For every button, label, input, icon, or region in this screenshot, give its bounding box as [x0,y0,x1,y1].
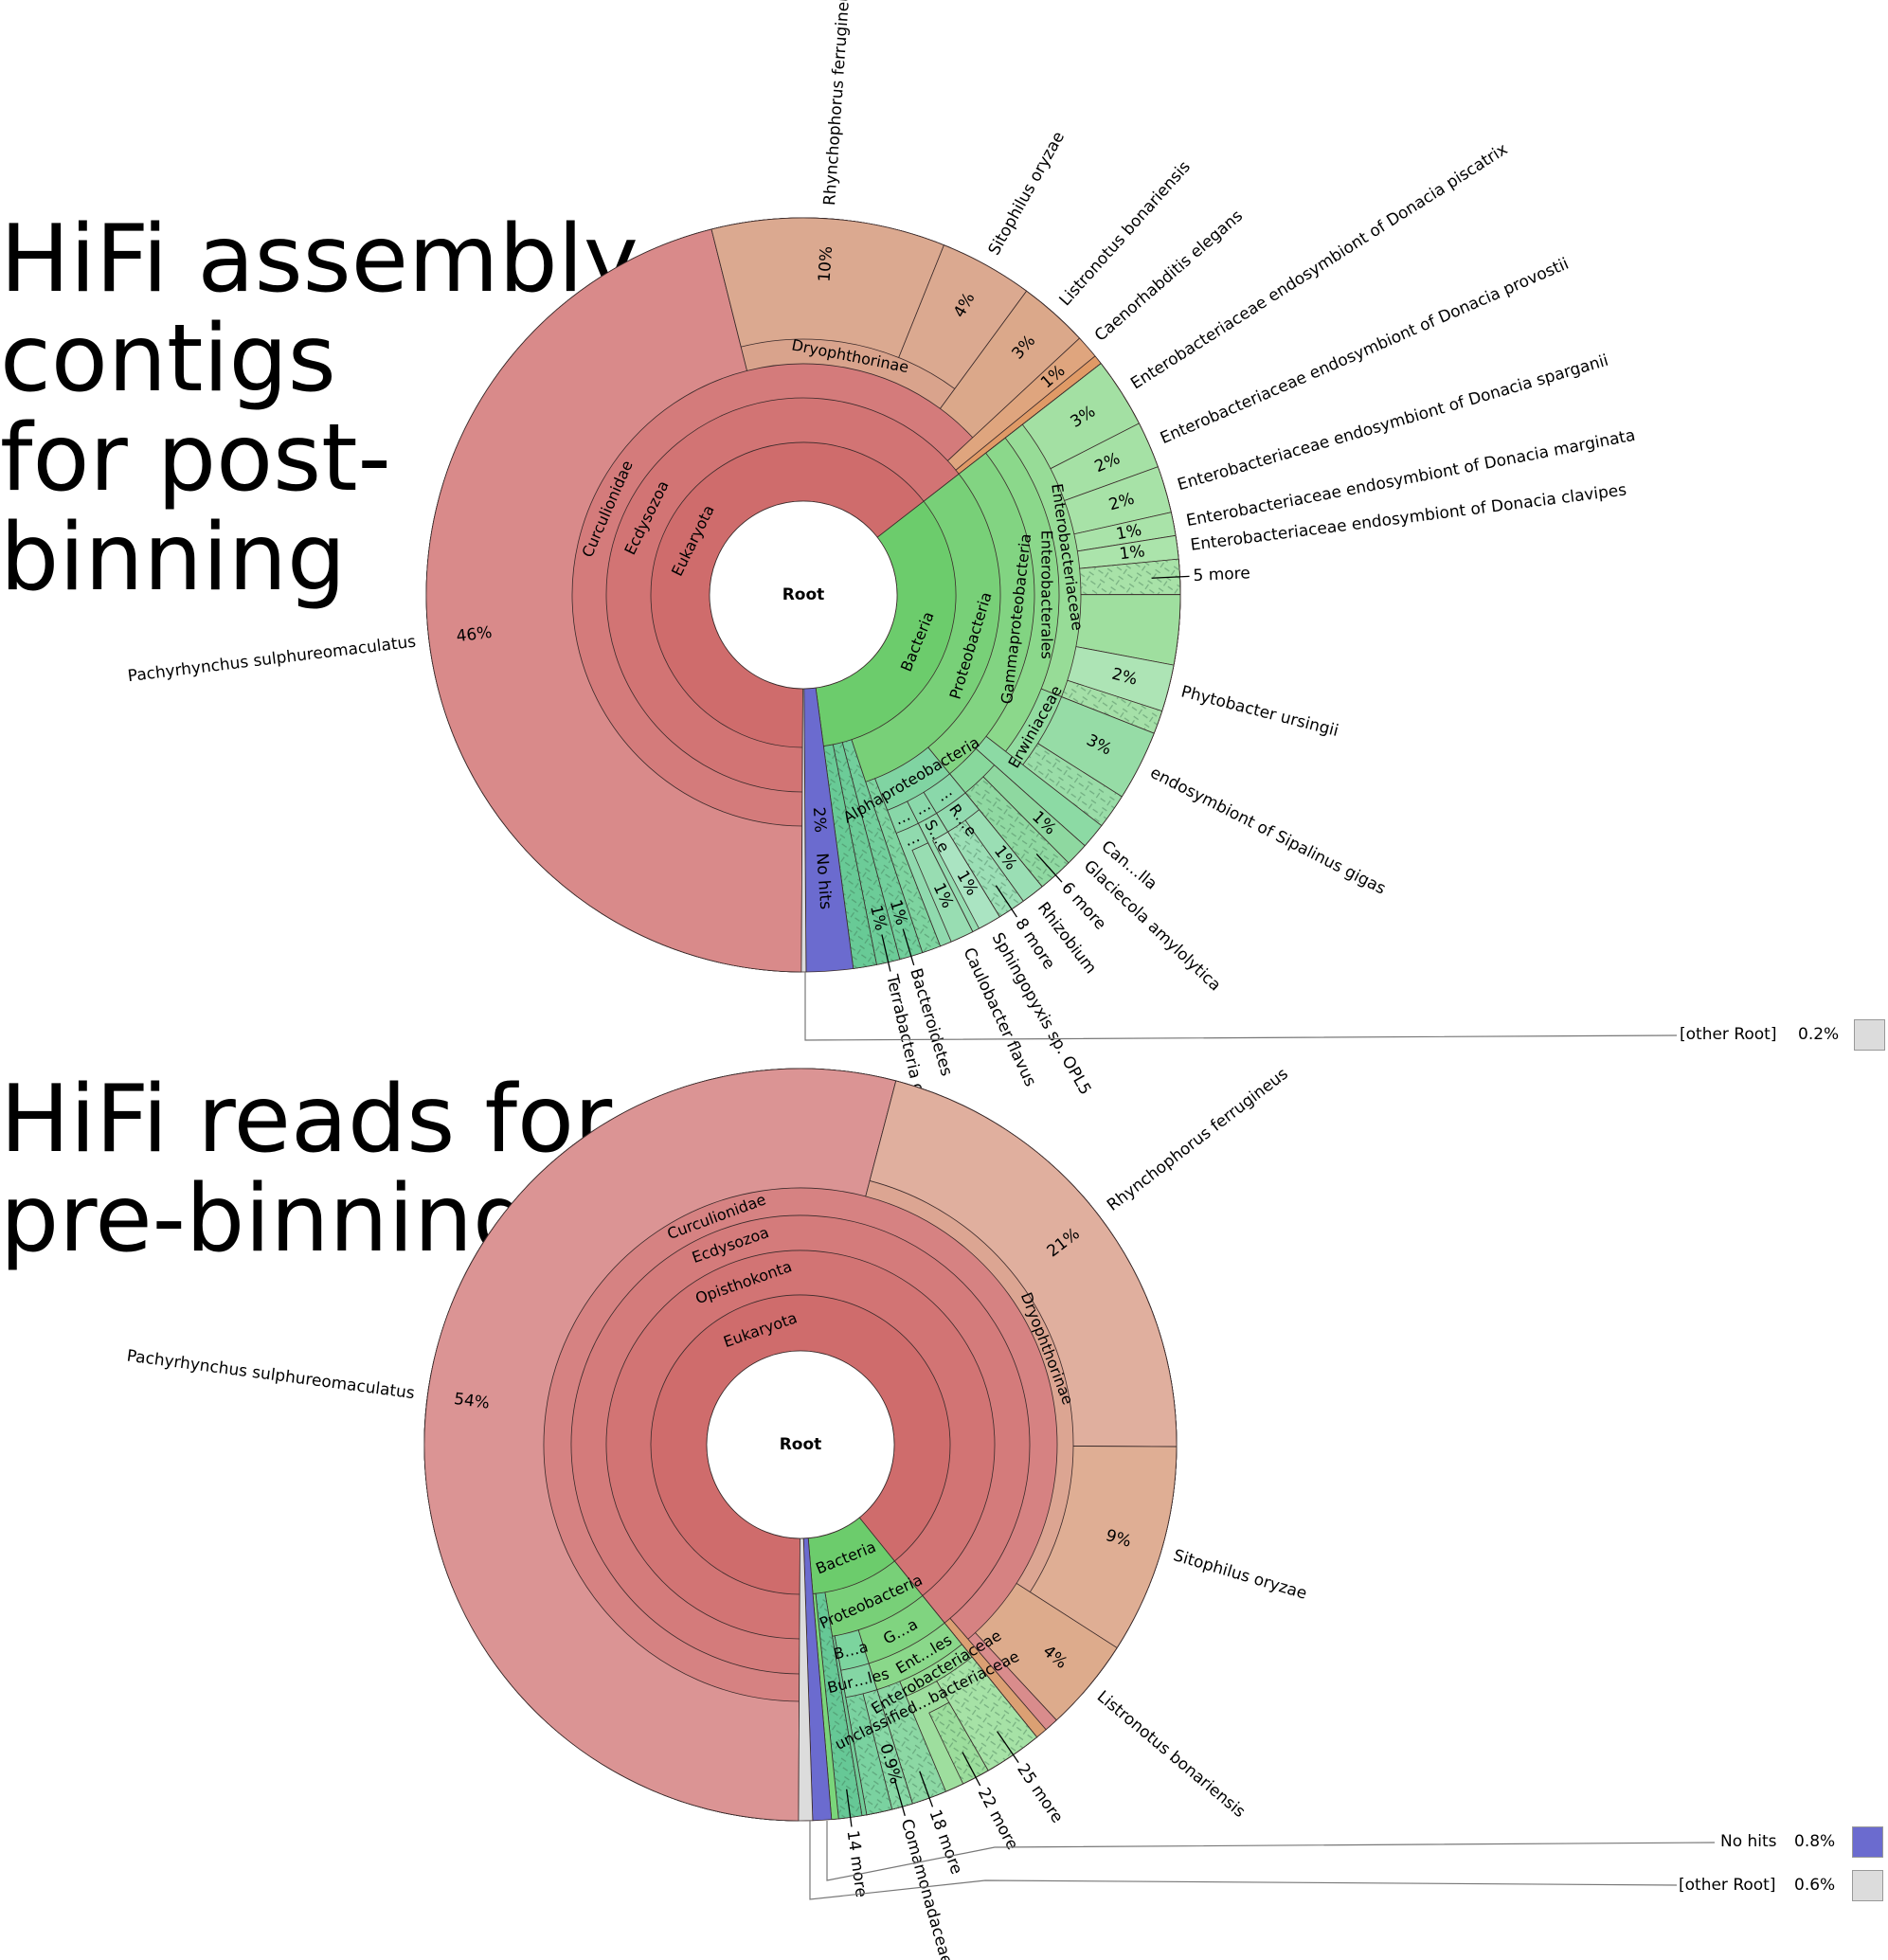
leader-14-more [846,1789,853,1827]
label-no-hits: No hits [812,853,835,910]
segment-hatch-unnamed [1022,743,1123,826]
segment-rhynchophorus-ferrugineus[interactable] [869,1080,1178,1448]
label-unnamed: … [891,806,912,829]
leader-no-hits-chart2 [826,1821,1716,1881]
legend-other-root-name-chart2: [other Root] [1679,1876,1776,1895]
segment-hatch-unnamed [865,778,941,953]
leader-18-more [919,1771,934,1807]
leader-other-root-chart2 [809,1821,1678,1900]
leader-terrabacteria-group [881,934,891,972]
label-enterobacteriaceae-endosymbiont-of-donacia-provostii: Enterobacteriaceae endosymbiont of Donac… [1158,255,1572,449]
segment-hatch-comamonadaceae [863,1689,913,1810]
label-unnamed: … [901,827,922,850]
legend-no-hits-value-chart2: 0.8% [1794,1832,1836,1851]
label-listronotus-bonariensis: Listronotus bonariensis [1093,1687,1249,1822]
label-pachyrhynchus-sulphureomaculatus: Pachyrhynchus sulphureomaculatus [127,633,418,687]
segment-hatch-8-more [947,819,1024,917]
label-endosymbiont-of-sipalinus-gigas: endosymbiont of Sipalinus gigas [1147,764,1389,899]
pct-no-hits: 2% [809,806,830,833]
legend-no-hits-swatch-chart2[interactable] [1852,1826,1883,1858]
segment-hatch-18-more [876,1681,946,1804]
pct-enterobacteriaceae-endosymbiont-of-donacia-clavipes: 1% [1119,542,1146,564]
label-sitophilus-oryzae: Sitophilus oryzae [985,129,1069,259]
label-phytobacter-ursingii: Phytobacter ursingii [1179,682,1340,741]
pct-pachyrhynchus-sulphureomaculatus: 54% [453,1390,491,1413]
leader-25-more [997,1731,1019,1764]
chart2-segments [423,1068,1178,1822]
label-pachyrhynchus-sulphureomaculatus: Pachyrhynchus sulphureomaculatus [126,1346,416,1403]
label-14-more: 14 more [843,1829,871,1898]
segment-hatch-bacteroidetes [842,739,923,960]
leader-22-more [962,1752,981,1787]
label-sitophilus-oryzae: Sitophilus oryzae [1171,1546,1309,1604]
leader-comamonadaceae [893,1779,906,1816]
label-rhynchophorus-ferrugineus: Rhynchophorus ferrugineus [820,0,854,207]
label-rhynchophorus-ferrugineus: Rhynchophorus ferrugineus [1104,1065,1292,1215]
segment-hatch-25-more [936,1657,1037,1771]
leader-8-more [995,885,1017,918]
legend-other-root-name-chart1: [other Root] [1680,1025,1777,1044]
pct-enterobacteriaceae-endosymbiont-of-donacia-marginata: 1% [1115,521,1143,545]
root-center[interactable] [709,500,898,690]
legend-other-root-value-chart2: 0.6% [1794,1876,1836,1895]
label-25-more: 25 more [1013,1760,1067,1826]
label-22-more: 22 more [974,1785,1022,1853]
root-label: Root [782,585,825,604]
segment-hatch-14-more [816,1591,862,1819]
segment-hatch-unnamed [823,744,877,969]
segment-hatch-unnamed [845,1693,892,1815]
pct-rhynchophorus-ferrugineus: 10% [816,245,837,282]
segment-hatch-5-more [1079,559,1180,595]
leader-bacteroidetes [902,928,915,966]
leader-5-more [1151,575,1190,579]
label-caulobacter-flavus: Caulobacter flavus [959,944,1039,1089]
root-center[interactable] [706,1350,895,1539]
segment-hatch-6-more [965,776,1069,887]
label-enterobacterales: Enterobacterales [1037,530,1055,659]
segment-pachyrhynchus-sulphureomaculatus[interactable] [423,1068,897,1822]
title-hifi-reads: HiFi reads for pre-binning [0,1066,613,1273]
leader-other-root-chart1 [804,972,1678,1041]
segment-caulobacter-flavus[interactable] [911,842,974,943]
legend-no-hits-name-chart2: No hits [1720,1832,1777,1851]
segment-pachyrhynchus-sulphureomaculatus[interactable] [425,228,803,973]
segment-hatch-terrabacteria-group [833,742,900,965]
chart1-segments [425,217,1181,973]
root-label: Root [780,1435,822,1454]
title-assembly-contigs: HiFi assembly contigs for post- binning [0,206,638,612]
legend-other-root-swatch-chart1[interactable] [1854,1019,1885,1051]
segment-sphingopyxis-sp-opl5[interactable] [932,831,1000,929]
label-18-more: 18 more [925,1807,965,1878]
label-listronotus-bonariensis: Listronotus bonariensis [1056,157,1195,310]
legend-other-root-value-chart1: 0.2% [1798,1025,1840,1044]
label-5-more: 5 more [1193,564,1250,585]
segment-hatch-unnamed [1061,680,1162,734]
leader-6-more [1035,854,1063,883]
legend-other-root-swatch-chart2[interactable] [1852,1870,1883,1901]
segment-hatch-22-more [928,1702,989,1784]
pct-pachyrhynchus-sulphureomaculatus: 46% [456,623,494,646]
legend-leader-lines [804,972,1716,1900]
